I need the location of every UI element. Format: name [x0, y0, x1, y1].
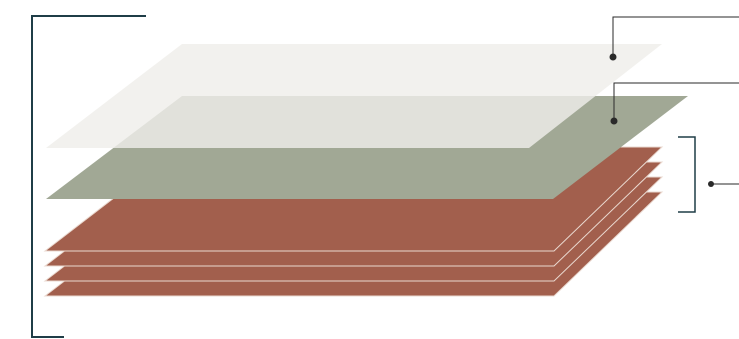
callout-leader-line [613, 82, 739, 121]
stack-bracket [31, 15, 146, 338]
group-bracket [678, 136, 696, 213]
bracket-line [31, 15, 146, 338]
callout-dot [610, 117, 618, 125]
callout-dot [708, 181, 714, 187]
callout-dot [609, 53, 617, 61]
callout-leader-line [612, 16, 739, 57]
callout-group [609, 16, 739, 213]
top-translucent-layer [46, 44, 662, 148]
